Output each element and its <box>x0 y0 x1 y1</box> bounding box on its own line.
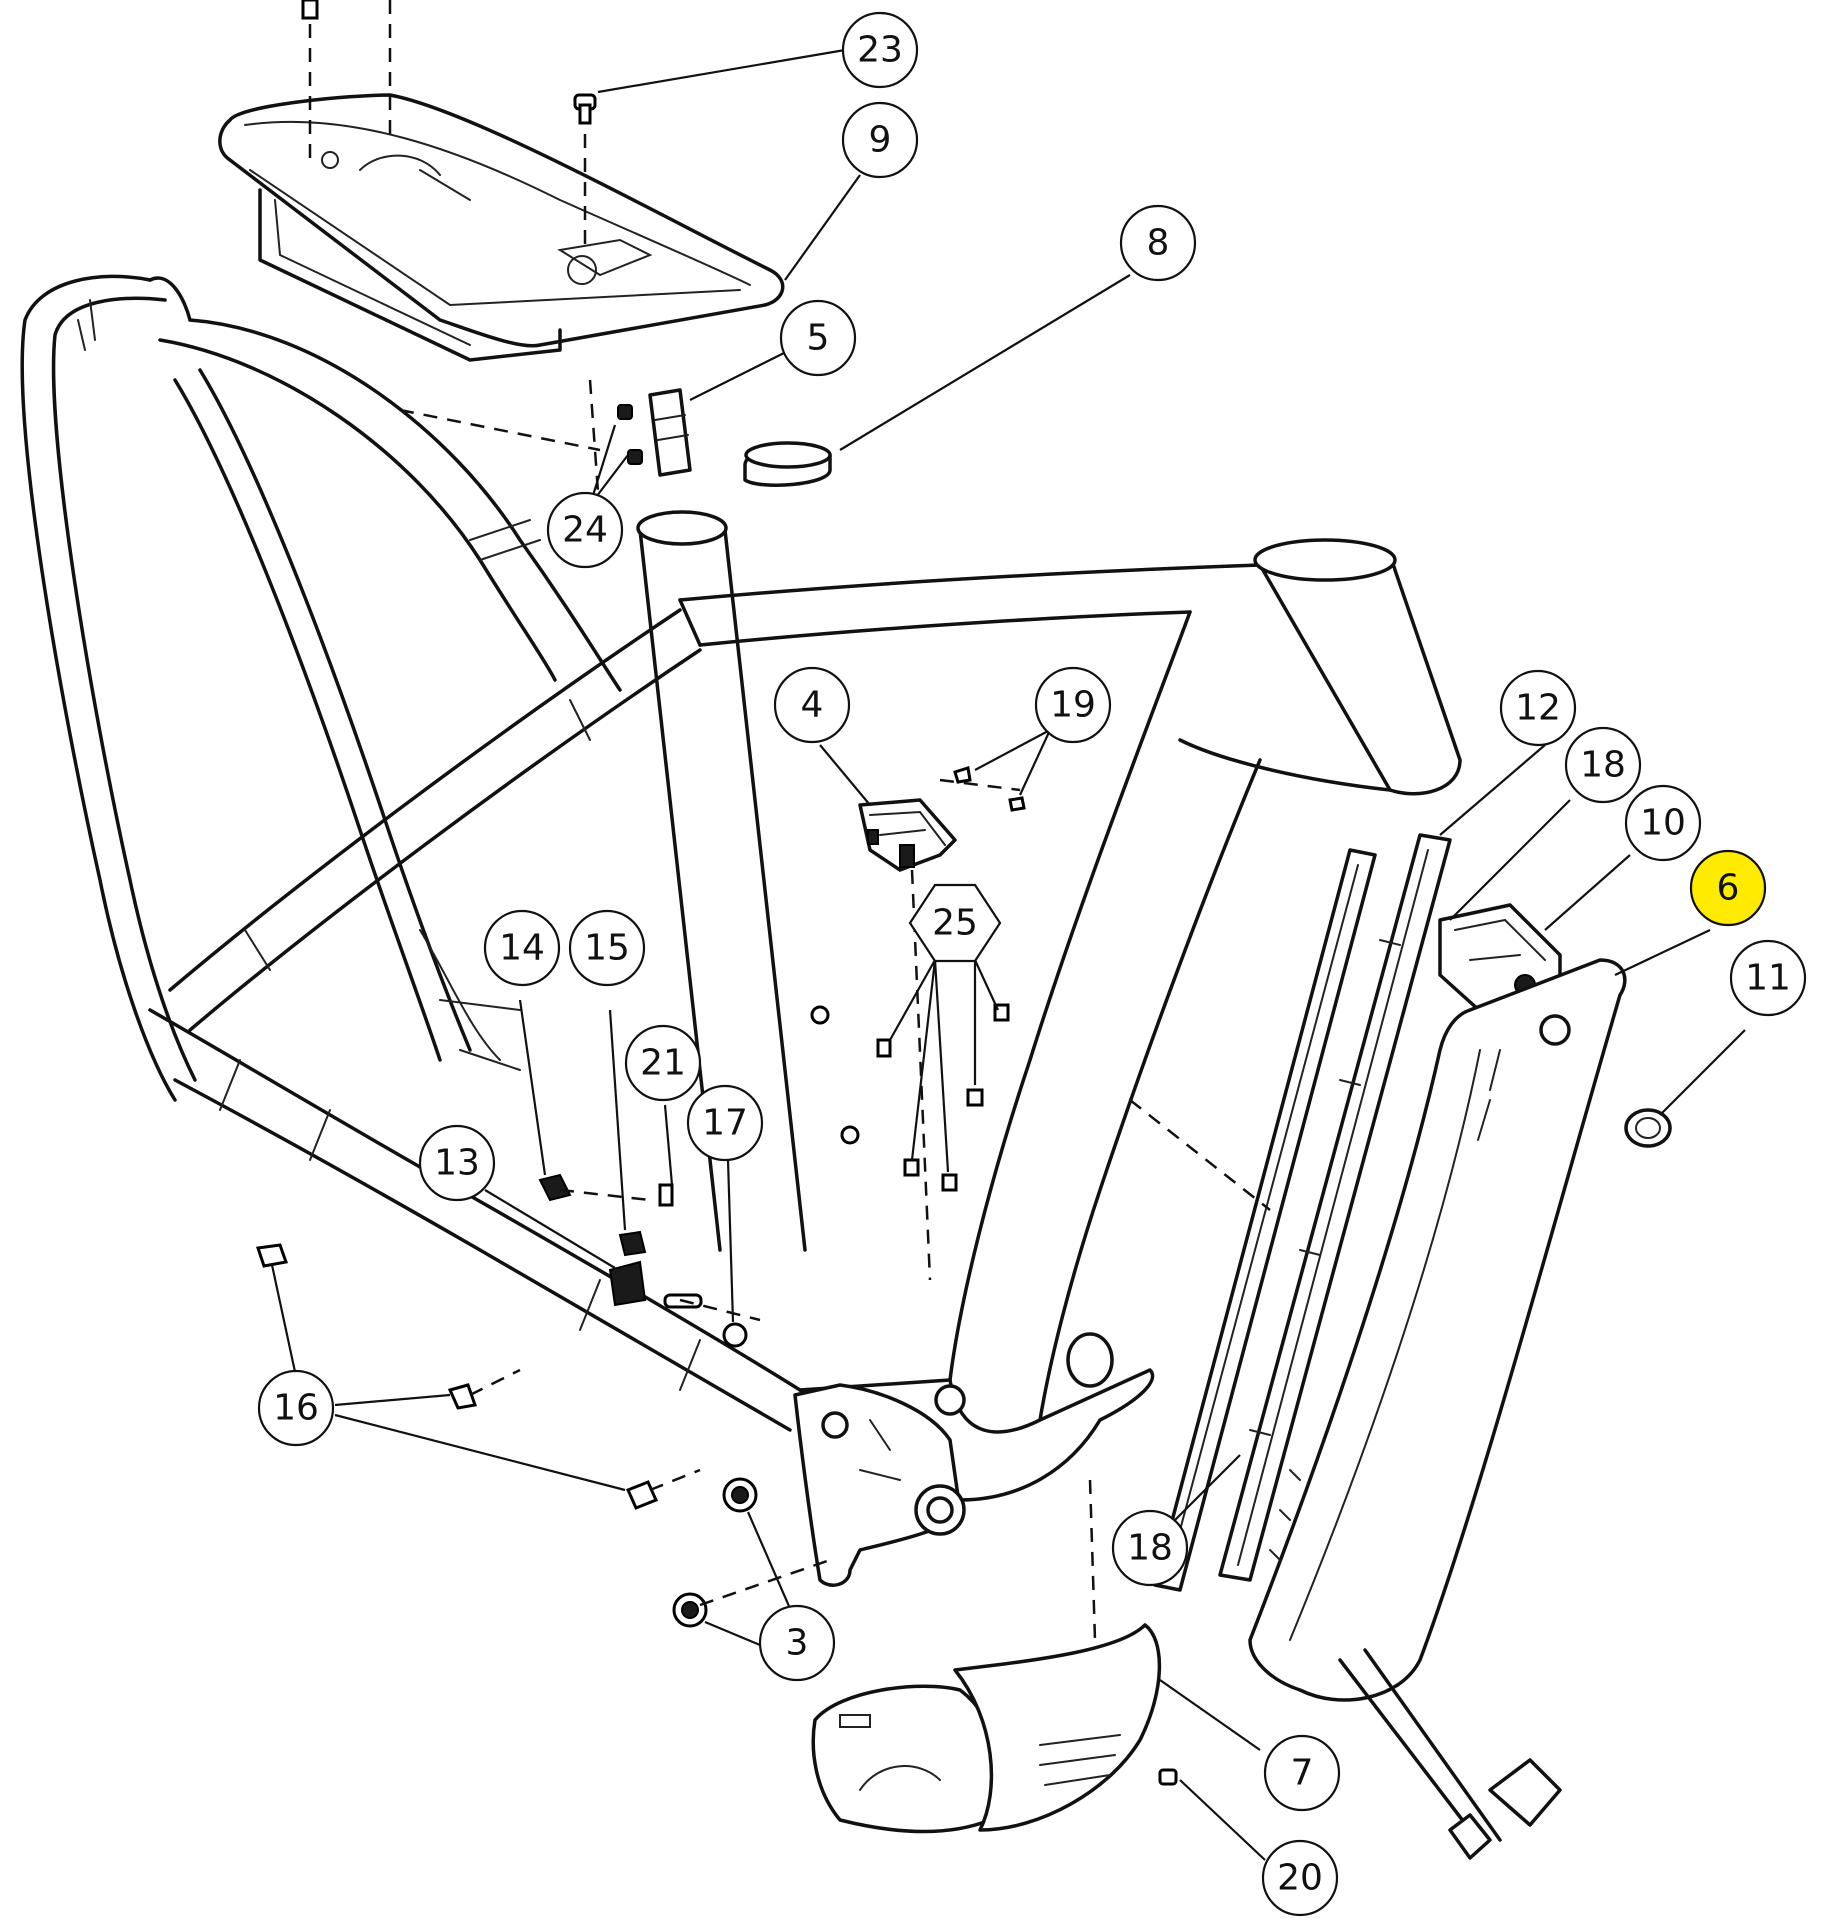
callout-10: 10 <box>1624 784 1702 862</box>
callout-label-11: 11 <box>1745 958 1791 999</box>
connector-part-5 <box>648 388 692 477</box>
callout-13: 13 <box>418 1124 496 1202</box>
callout-label-10: 10 <box>1640 803 1686 844</box>
callout-label-6: 6 <box>1717 868 1740 909</box>
leader-lines <box>270 48 1746 1861</box>
callout-label-16: 16 <box>273 1388 319 1429</box>
callout-label-13: 13 <box>434 1143 480 1184</box>
callout-label-24: 24 <box>562 510 608 551</box>
callout-21: 21 <box>624 1024 702 1102</box>
callout-16: 16 <box>257 1369 335 1447</box>
plug-part-11 <box>1624 1108 1672 1148</box>
battery-rail-part-12 <box>1153 833 1452 1592</box>
screws-part-24 <box>617 404 643 465</box>
callout-3: 3 <box>758 1604 836 1682</box>
callout-label-3: 3 <box>786 1623 809 1664</box>
small-hardware <box>538 1173 761 1348</box>
callout-4: 4 <box>773 666 851 744</box>
callout-18-top: 18 <box>1564 726 1642 804</box>
callout-label-8: 8 <box>1147 223 1170 264</box>
screw-part-20 <box>1158 1768 1178 1786</box>
callout-24: 24 <box>546 491 624 569</box>
callout-14: 14 <box>483 909 561 987</box>
callout-6: 6 <box>1689 849 1767 927</box>
battery-cover-part-6 <box>1248 958 1627 1702</box>
screws-part-19 <box>939 766 1026 812</box>
callout-label-19: 19 <box>1050 685 1096 726</box>
battery-cable <box>1338 1648 1562 1860</box>
callout-23: 23 <box>841 11 919 89</box>
callout-5: 5 <box>779 299 857 377</box>
callout-label-12: 12 <box>1515 688 1561 729</box>
callout-17: 17 <box>686 1084 764 1162</box>
callout-label-17: 17 <box>702 1103 748 1144</box>
callout-9: 9 <box>841 101 919 179</box>
callout-label-7: 7 <box>1291 1753 1314 1794</box>
callout-label-9: 9 <box>869 120 892 161</box>
top-bolts <box>301 0 597 250</box>
hardware-part-16 <box>256 1243 701 1510</box>
callout-label-23: 23 <box>857 30 903 71</box>
callout-label-18-bottom: 18 <box>1127 1528 1173 1569</box>
bike-frame <box>20 274 1462 1587</box>
callout-label-25: 25 <box>932 903 978 944</box>
callout-25: 25 <box>908 883 1002 963</box>
callout-label-18-top: 18 <box>1580 745 1626 786</box>
latch-part-4 <box>858 798 957 872</box>
ring-part-8 <box>743 441 832 487</box>
callout-label-21: 21 <box>640 1043 686 1084</box>
callout-20: 20 <box>1261 1839 1339 1917</box>
callout-label-15: 15 <box>584 928 630 969</box>
callout-label-20: 20 <box>1277 1858 1323 1899</box>
callout-7: 7 <box>1263 1734 1341 1812</box>
callout-label-5: 5 <box>807 318 830 359</box>
callout-11: 11 <box>1729 939 1807 1017</box>
callout-label-4: 4 <box>801 685 824 726</box>
motor-cover-part-7 <box>811 1623 1162 1834</box>
callout-label-14: 14 <box>499 928 545 969</box>
callout-15: 15 <box>568 909 646 987</box>
callout-8: 8 <box>1119 204 1197 282</box>
callout-12: 12 <box>1499 669 1577 747</box>
rack-tray-part-9 <box>218 93 785 362</box>
hardware-part-3 <box>672 1477 831 1628</box>
callout-19: 19 <box>1034 666 1112 744</box>
callout-18-bottom: 18 <box>1111 1509 1189 1587</box>
